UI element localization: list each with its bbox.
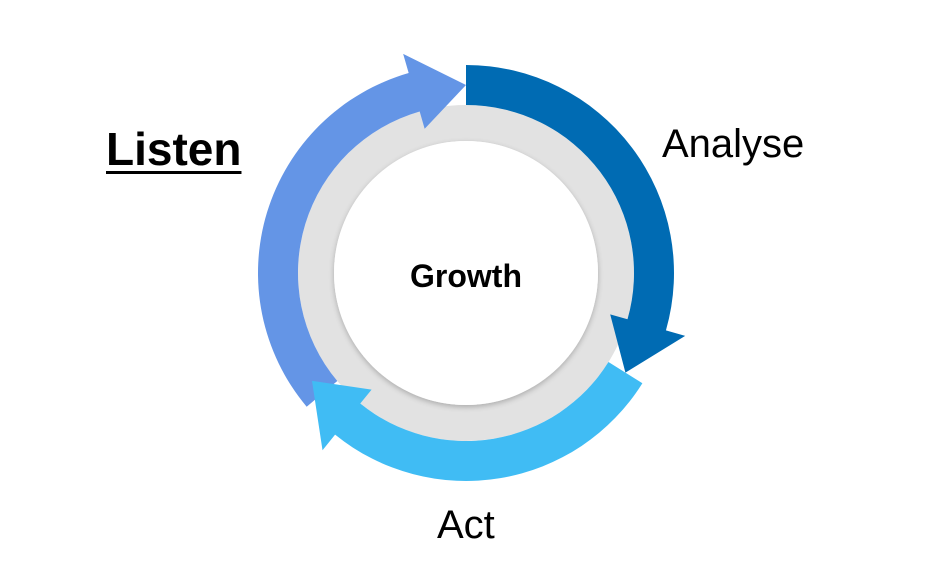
arrow-act xyxy=(312,362,643,481)
center-label-growth: Growth xyxy=(410,258,522,294)
center-disc xyxy=(334,141,598,405)
step-label-analyse: Analyse xyxy=(662,122,805,166)
step-label-act: Act xyxy=(437,503,495,547)
step-label-listen: Listen xyxy=(106,123,242,175)
cycle-arrows xyxy=(257,53,686,481)
arrow-analyse xyxy=(466,65,686,373)
arrow-listen xyxy=(257,53,466,407)
cycle-track-ring xyxy=(298,105,634,441)
